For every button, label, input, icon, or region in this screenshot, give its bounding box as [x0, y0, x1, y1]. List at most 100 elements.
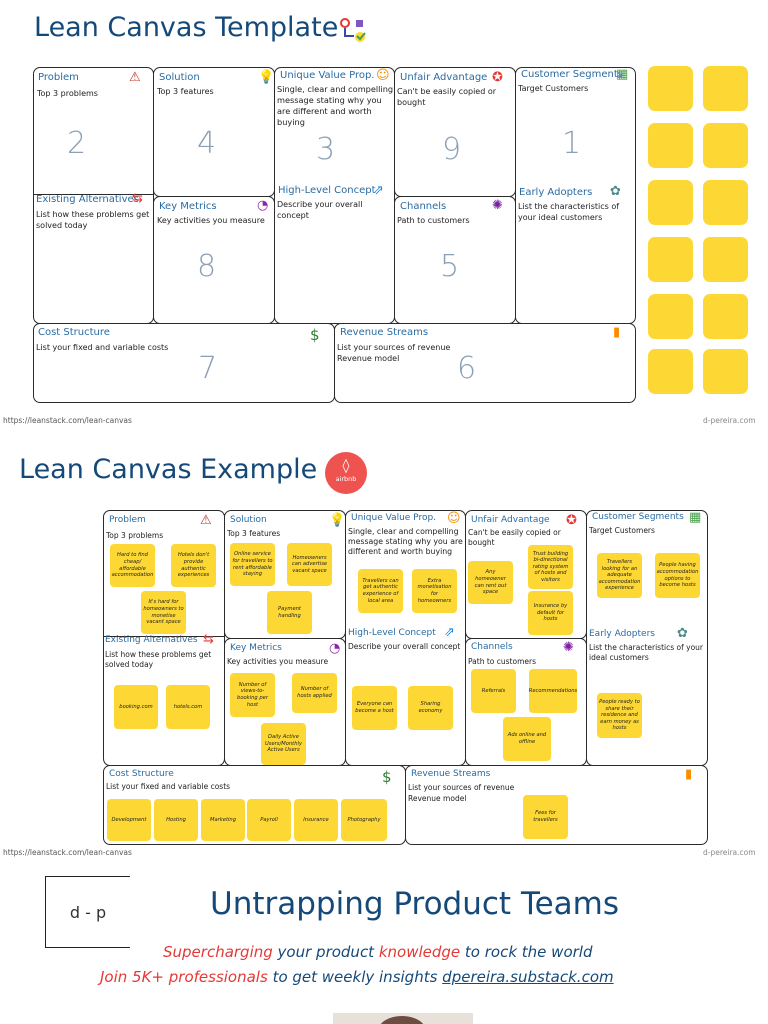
segments-number: 1 — [562, 126, 582, 161]
sticky-square — [703, 237, 748, 282]
puzzle-icon — [338, 16, 368, 46]
ex-sticky-k6: Photography — [341, 799, 387, 841]
ex-sticky-k5: Insurance — [294, 799, 338, 841]
sticky-square — [703, 349, 748, 394]
ex-sticky-ch3: Ads online and offline — [503, 717, 551, 761]
unfair-number: 9 — [442, 132, 462, 167]
source-link[interactable]: https://leanstack.com/lean-canvas — [3, 416, 132, 425]
ex-credit-link[interactable]: d-pereira.com — [703, 848, 756, 857]
ex-solution-text: Top 3 features — [227, 529, 281, 538]
ex-sticky-ch2: Recommendations — [529, 669, 577, 713]
ex-revenue-text2: Revenue model — [408, 794, 467, 803]
cell-solution: Solution 💡 Top 3 features 4 — [153, 67, 275, 197]
ex-sticky-m1: Number of views-to-booking per host — [230, 673, 275, 717]
money-icon: $ — [382, 768, 392, 786]
credit-link[interactable]: d-pereira.com — [703, 416, 756, 425]
ex-uvp-label: Unique Value Prop. — [351, 513, 437, 523]
ex-problem-text: Top 3 problems — [106, 531, 164, 540]
cell-cost: Cost Structure $ List your fixed and var… — [33, 323, 335, 403]
people-icon: ☺ — [447, 511, 461, 526]
cell-revenue: Revenue Streams ▮ List your sources of r… — [334, 323, 636, 403]
ex-segments-text: Target Customers — [589, 526, 655, 535]
ex-sticky-k3: Marketing — [201, 799, 245, 841]
ex-cell-segments: Customer Segments ▦ Target Customers Tra… — [586, 510, 708, 766]
ex-adopters-text: List the characteristics of your ideal c… — [589, 643, 704, 662]
ex-problem-label: Problem — [109, 515, 146, 525]
ex-sticky-p3: It's hard for homeowners to monetise vac… — [141, 591, 186, 634]
ex-adopters-label: Early Adopters — [589, 629, 655, 639]
airbnb-logo: ◊ airbnb — [325, 452, 367, 494]
sticky-square — [648, 66, 693, 111]
ex-cell-revenue: Revenue Streams ▮ List your sources of r… — [405, 765, 708, 845]
segments-label: Customer Segments — [521, 69, 623, 80]
promo-line-2: Join 5K+ professionals to get weekly ins… — [100, 968, 614, 986]
ex-sticky-p1: Hard to find cheap/ affordable accommoda… — [110, 544, 155, 587]
segments-text: Target Customers — [518, 84, 589, 93]
ex-sticky-h1: Everyone can become a host — [352, 686, 397, 730]
ex-unfair-label: Unfair Advantage — [471, 515, 550, 525]
network-icon: ✺ — [492, 198, 503, 213]
badge-icon: ✪ — [492, 70, 503, 85]
sticky-square — [703, 123, 748, 168]
ex-sticky-p2: Hotels don't provide authentic experienc… — [171, 544, 216, 587]
sticky-square — [703, 294, 748, 339]
ex-sticky-s1: Online service for travellers to rent af… — [230, 543, 275, 586]
cell-unfair: Unfair Advantage ✪ Can't be easily copie… — [394, 67, 516, 197]
sticky-square — [703, 180, 748, 225]
adopters-text: List the characteristics of your ideal c… — [518, 202, 620, 222]
ex-source-link[interactable]: https://leanstack.com/lean-canvas — [3, 848, 132, 857]
ex-cost-label: Cost Structure — [109, 769, 174, 779]
warning-icon: ⚠ — [200, 513, 212, 528]
ex-metrics-label: Key Metrics — [230, 643, 282, 653]
ex-channels-label: Channels — [471, 642, 513, 652]
ex-sticky-e1: booking.com — [114, 685, 158, 729]
ex-cell-problem: Problem ⚠ Top 3 problems Hard to find ch… — [103, 510, 225, 766]
ex-channels-text: Path to customers — [468, 657, 536, 666]
sticky-square — [648, 349, 693, 394]
ex-highlevel-label: High-Level Concept — [348, 628, 436, 638]
ex-highlevel-text: Describe your overall concept — [348, 642, 461, 651]
bar-chart-icon: ▮ — [613, 325, 621, 340]
ex-sticky-r1: Fees for travellers — [523, 795, 568, 839]
uvp-text: Single, clear and compelling message sta… — [277, 84, 394, 127]
network-icon: ✺ — [563, 640, 574, 655]
ex-cell-solution: Solution 💡 Top 3 features Online service… — [224, 510, 346, 639]
metrics-number: 8 — [197, 249, 217, 284]
example-title: Lean Canvas Example — [19, 454, 318, 485]
ex-sticky-a1: Any homeowner can rent out space — [468, 561, 513, 604]
ex-sticky-ea1: People ready to share their residence an… — [597, 693, 642, 738]
ex-cell-metrics: Key Metrics ◔ Key activities you measure… — [224, 638, 346, 766]
ex-cell-uvp: Unique Value Prop. ☺ Single, clear and c… — [345, 510, 466, 766]
ex-cell-cost: Cost Structure $ List your fixed and var… — [103, 765, 406, 845]
bird-icon: ✿ — [677, 626, 688, 641]
solution-text: Top 3 features — [157, 87, 214, 96]
promo-line-1: Supercharging your product knowledge to … — [163, 943, 593, 961]
warning-icon: ⚠ — [129, 70, 141, 85]
cost-label: Cost Structure — [38, 327, 110, 338]
chart-icon: ▦ — [689, 510, 702, 525]
ex-unfair-text: Can't be easily copied or bought — [468, 528, 561, 547]
solution-number: 4 — [197, 126, 217, 161]
sticky-square — [648, 180, 693, 225]
problem-number: 2 — [67, 126, 87, 161]
uvp-label: Unique Value Prop. — [280, 70, 375, 81]
bar-chart-icon: ▮ — [685, 767, 693, 782]
substack-link[interactable]: dpereira.substack.com — [442, 968, 614, 986]
bird-icon: ✿ — [610, 184, 621, 199]
ex-sticky-h2: Sharing economy — [408, 686, 453, 730]
ex-sticky-e2: hotels.com — [166, 685, 210, 729]
ex-sticky-u1: Travellers can get authentic experience … — [358, 569, 403, 613]
cell-metrics: Key Metrics ◔ Key activities you measure… — [153, 196, 275, 324]
highlevel-label: High-Level Concept — [278, 185, 376, 196]
highlevel-text: Describe your overall concept — [277, 200, 363, 220]
solution-label: Solution — [159, 72, 200, 83]
ex-cell-channels: Channels ✺ Path to customers Referrals R… — [465, 638, 587, 766]
ex-sticky-c1: Travellers looking for an adequate accom… — [597, 553, 642, 598]
ex-revenue-label: Revenue Streams — [411, 769, 491, 779]
people-icon: ☺ — [376, 68, 390, 83]
badge-icon: ✪ — [566, 513, 577, 528]
unfair-label: Unfair Advantage — [400, 72, 488, 83]
author-photo — [333, 1013, 473, 1024]
channels-label: Channels — [400, 201, 447, 212]
arrows-icon: ⇆ — [132, 191, 143, 206]
